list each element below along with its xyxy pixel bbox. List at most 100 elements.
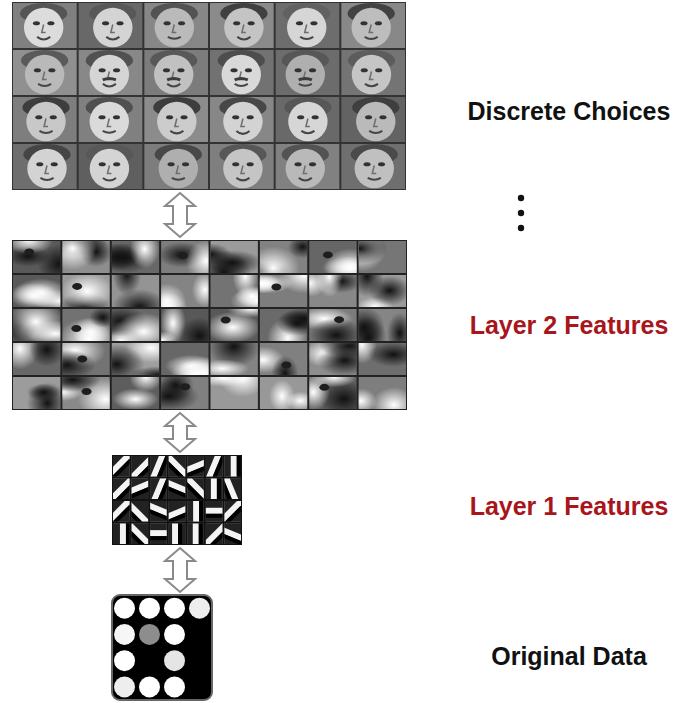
face: [356, 102, 395, 141]
feature-blobs: [13, 309, 60, 341]
blob: [192, 275, 209, 307]
stripes: [187, 456, 204, 477]
cell-bg: [144, 144, 208, 189]
blob: [280, 309, 308, 330]
eye: [113, 162, 120, 166]
eye: [245, 68, 252, 72]
stripe: [178, 524, 182, 545]
feature-cell: [193, 359, 266, 409]
eye-part: [334, 316, 344, 323]
data-dot: [139, 598, 160, 619]
data-dot: [189, 598, 210, 619]
moustache: [299, 78, 312, 80]
face-cell: [210, 3, 274, 48]
filter-cell: [224, 456, 241, 477]
layer2-grid: [0, 226, 418, 424]
mouth: [103, 84, 116, 87]
feature-blobs: [161, 309, 208, 341]
stripe: [187, 456, 204, 477]
mouth: [167, 84, 180, 87]
mouth: [235, 84, 248, 86]
cell-bg: [79, 97, 143, 142]
nose: [43, 72, 47, 80]
stripes: [169, 456, 186, 477]
eye: [177, 68, 184, 72]
feature-blobs: [260, 275, 307, 294]
filter-cell: [132, 501, 149, 522]
data-dot: [164, 650, 185, 671]
mouth: [39, 131, 52, 133]
feature-cell: [112, 362, 163, 410]
stripe: [224, 479, 241, 500]
stripe: [120, 524, 126, 545]
mouth: [299, 84, 312, 86]
eye: [181, 115, 188, 119]
stripe: [187, 479, 204, 500]
mouth: [37, 37, 50, 40]
blob: [29, 343, 60, 367]
blob: [89, 309, 110, 328]
face-cell: [341, 144, 405, 189]
feature-blobs: [161, 241, 208, 273]
stripe: [132, 479, 149, 500]
stripe: [206, 508, 223, 514]
mouth: [170, 131, 183, 133]
mouth: [299, 178, 312, 181]
face-cell: [144, 144, 208, 189]
stripe: [206, 514, 223, 518]
nose: [241, 119, 245, 127]
eye-part: [221, 317, 231, 324]
eye: [178, 21, 185, 25]
moustache: [235, 78, 248, 80]
eye: [375, 68, 382, 72]
eye-part: [323, 251, 333, 258]
nose: [44, 119, 48, 127]
filter-cell: [113, 501, 130, 522]
feature-blobs: [309, 275, 356, 297]
stripes: [224, 456, 241, 477]
stripe: [169, 501, 186, 522]
face: [287, 8, 326, 47]
eye: [379, 115, 386, 119]
filter-cell: [132, 524, 149, 545]
stripes: [206, 501, 223, 522]
blob: [285, 392, 307, 409]
blob: [178, 317, 208, 341]
stripe: [224, 501, 241, 522]
cell-bg: [13, 144, 77, 189]
eye: [36, 162, 43, 166]
feature-blobs: [13, 343, 60, 369]
layer-label: Original Data: [491, 642, 647, 671]
blob: [186, 241, 209, 273]
data-dot: [114, 676, 135, 697]
blob: [161, 331, 177, 341]
feature-blobs: [112, 343, 159, 375]
eye: [48, 68, 55, 72]
stripes: [132, 456, 149, 477]
stripe: [132, 456, 149, 477]
cell-bg: [79, 50, 143, 95]
feature-blobs: [260, 241, 307, 273]
blob: [161, 293, 188, 307]
stripe: [150, 479, 167, 500]
eye: [312, 115, 319, 119]
feature-blobs: [13, 241, 60, 273]
feature-blobs: [62, 241, 109, 270]
eye: [232, 115, 239, 119]
stripes: [206, 479, 223, 500]
eye: [233, 21, 240, 25]
stripe: [132, 524, 149, 545]
blob: [227, 309, 258, 317]
cell-bg: [341, 3, 405, 48]
feature-cell: [291, 256, 363, 307]
mouth: [301, 131, 314, 133]
layer-label: Discrete Choices: [468, 97, 671, 126]
nose: [369, 25, 373, 33]
stripe: [113, 456, 130, 477]
stripe: [150, 536, 167, 540]
feature-blobs: [260, 346, 299, 375]
blob: [317, 345, 356, 375]
feature-blobs: [359, 241, 388, 272]
stripes: [132, 479, 149, 500]
blob: [359, 316, 387, 341]
